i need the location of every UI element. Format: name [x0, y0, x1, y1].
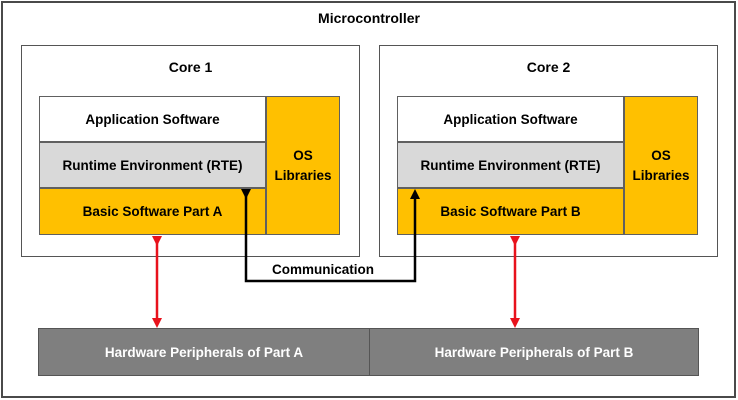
core-1-os-label: OS — [293, 147, 313, 163]
core-2-title: Core 2 — [526, 59, 571, 75]
core-1-application-layer: Application Software — [39, 96, 266, 142]
communication-arrow — [241, 189, 420, 283]
core-2-basic-software-layer: Basic Software Part B — [397, 188, 624, 235]
microcontroller-title: Microcontroller — [318, 10, 420, 26]
core-2-application-layer: Application Software — [397, 96, 624, 142]
core-2-os-label: OS — [651, 147, 671, 163]
core-1-os-libraries: OS Libraries — [266, 96, 340, 235]
communication-label: Communication — [270, 262, 377, 277]
hardware-peripherals-part-a: Hardware Peripherals of Part A — [38, 328, 370, 376]
core-1-basic-software-layer: Basic Software Part A — [39, 188, 266, 235]
core-1-rte-layer: Runtime Environment (RTE) — [39, 142, 266, 188]
core-1-title: Core 1 — [168, 59, 213, 75]
core-2-rte-layer: Runtime Environment (RTE) — [397, 142, 624, 188]
core-2-libraries-label: Libraries — [632, 167, 690, 183]
core-1-libraries-label: Libraries — [274, 167, 332, 183]
hardware-peripherals-part-b: Hardware Peripherals of Part B — [369, 328, 699, 376]
core-2-os-libraries: OS Libraries — [624, 96, 698, 235]
